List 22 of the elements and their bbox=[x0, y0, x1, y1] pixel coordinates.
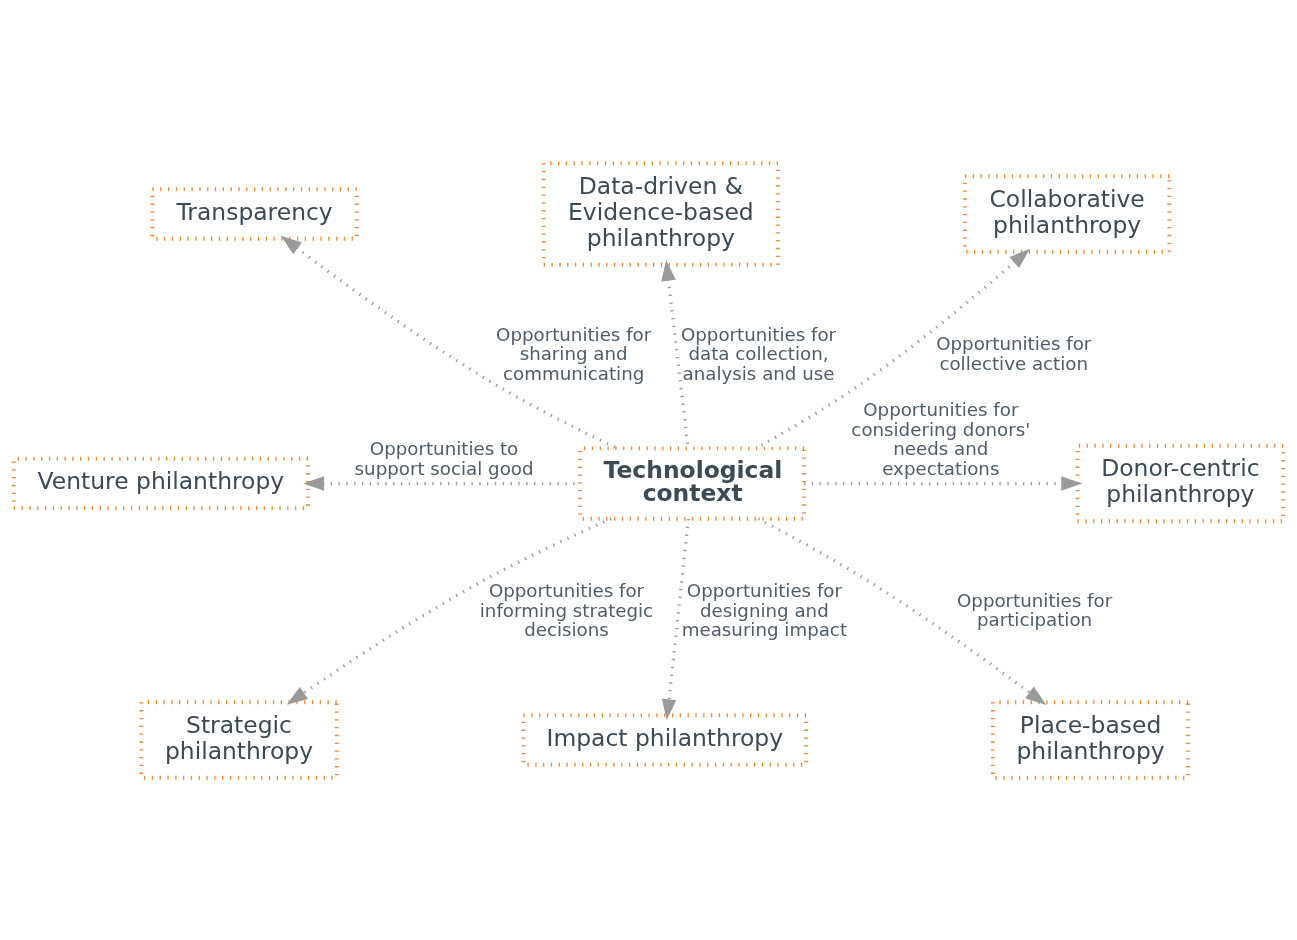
edge-label: Opportunities for sharing and communicating bbox=[496, 323, 652, 384]
arrow bbox=[804, 475, 1083, 491]
node-box: Venture philanthropy bbox=[11, 456, 310, 510]
arrow bbox=[286, 516, 612, 705]
node-box: Strategic philanthropy bbox=[139, 699, 339, 780]
node-box: Impact philanthropy bbox=[521, 712, 808, 767]
arrow bbox=[280, 235, 618, 450]
edge-label: Opportunities for informing strategic decisions bbox=[479, 579, 654, 640]
edge-label: Opportunities for designing and measuring impact bbox=[681, 579, 848, 640]
node-box: Donor-centric philanthropy bbox=[1075, 443, 1286, 523]
arrow bbox=[757, 516, 1047, 705]
edge-label: Opportunities to support social good bbox=[354, 437, 534, 479]
node-box: Data-driven & Evidence-based philanthropy bbox=[541, 160, 780, 267]
edge-label: Opportunities for data collection, analysis and use bbox=[680, 323, 837, 384]
arrow bbox=[661, 518, 691, 720]
edge-label: Opportunities for collective action bbox=[936, 332, 1092, 374]
edge-label: Opportunities for considering donors' needs and expectations bbox=[851, 398, 1031, 479]
node-box: Technological context bbox=[578, 445, 807, 521]
edge-label: Opportunities for participation bbox=[956, 589, 1113, 630]
node-box: Transparency bbox=[150, 186, 359, 241]
node-box: Collaborative philanthropy bbox=[962, 173, 1172, 254]
node-box: Place-based philanthropy bbox=[990, 699, 1191, 780]
